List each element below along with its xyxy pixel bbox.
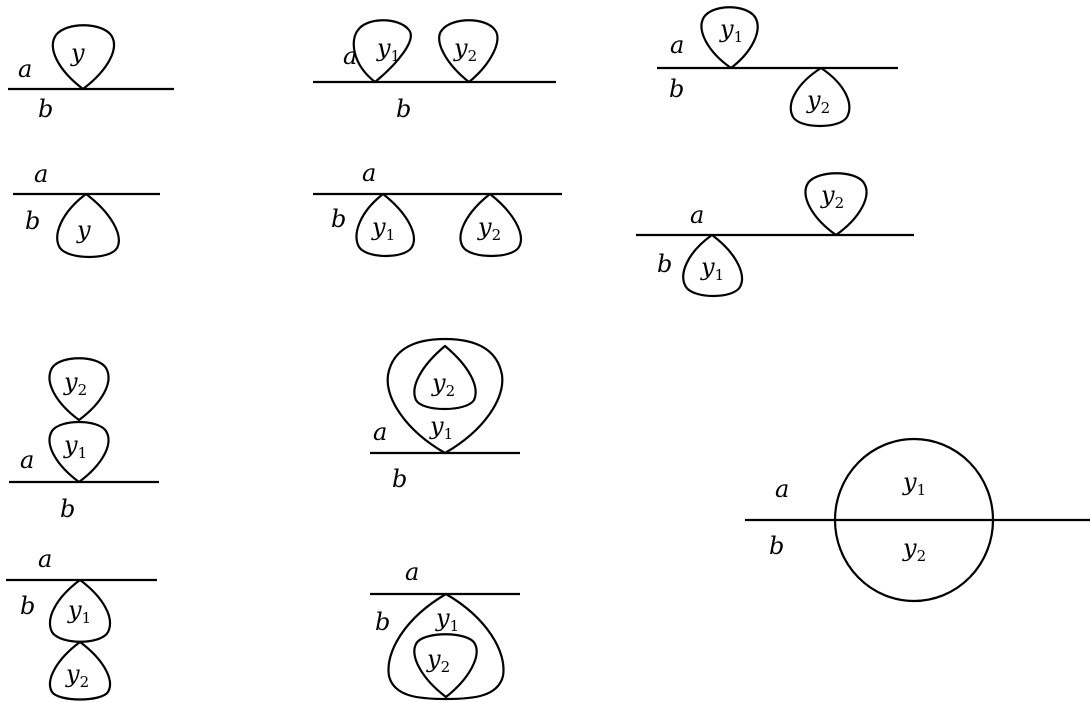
loop-y2-inner (413, 633, 478, 699)
loop-y1-outer (387, 592, 505, 701)
label-y: y (76, 216, 91, 244)
label-y2: y2 (65, 660, 89, 691)
label-b: b (392, 465, 407, 493)
panel-two-loops-above: a b y1 y2 (313, 19, 556, 123)
label-b: b (669, 75, 684, 103)
loop-y2 (48, 640, 112, 701)
panel-single-loop-below: a b y (13, 160, 160, 258)
label-a: a (34, 160, 48, 188)
label-a: a (373, 418, 387, 446)
panel-loop-below-and-above: a b y2 y1 (636, 172, 914, 297)
loop-y2 (789, 66, 851, 127)
circle-loop (833, 437, 995, 603)
panel-two-loops-below: a b y1 y2 (313, 159, 562, 257)
label-b: b (331, 205, 346, 233)
panel-nested-loops-above: a b y1 y2 (370, 337, 520, 493)
label-a: a (20, 446, 34, 474)
loop (56, 192, 120, 258)
label-y1: y1 (435, 604, 459, 635)
label-y2: y2 (477, 213, 501, 244)
loop-y1 (355, 192, 415, 257)
label-b: b (769, 532, 784, 560)
loop-y1 (682, 233, 744, 297)
label-y2: y2 (806, 86, 830, 117)
label-a: a (690, 201, 704, 229)
label-y1: y1 (429, 412, 453, 443)
label-y: y (70, 39, 85, 67)
label-a: a (405, 558, 419, 586)
label-y2: y2 (453, 34, 477, 65)
label-b: b (657, 250, 672, 278)
panel-loop-above-and-below: a b y1 y2 (657, 6, 898, 127)
label-a: a (670, 31, 684, 59)
label-y1: y1 (371, 213, 395, 244)
loop-y1-outer (386, 337, 504, 455)
label-b: b (396, 95, 411, 123)
loop-y2 (438, 19, 499, 84)
label-a: a (775, 475, 789, 503)
loop-y1 (700, 6, 759, 70)
label-y2: y2 (820, 181, 844, 212)
panel-single-loop-above: a b y (8, 24, 174, 123)
label-a: a (38, 545, 52, 573)
loop-y2 (48, 357, 110, 422)
panel-nested-loops-below: a b y1 y2 (370, 558, 520, 701)
label-y2: y2 (63, 368, 87, 399)
panel-stacked-loops-below: a b y1 y2 (6, 545, 157, 701)
label-y1: y1 (719, 15, 743, 46)
loop (51, 24, 116, 91)
loop-y1 (352, 19, 412, 84)
label-b: b (38, 95, 53, 123)
label-y2: y2 (431, 369, 455, 400)
label-b: b (20, 592, 35, 620)
label-y1: y1 (63, 431, 87, 462)
panel-stacked-loops-above: a b y1 y2 (9, 357, 159, 523)
label-b: b (25, 207, 40, 235)
label-b: b (375, 608, 390, 636)
loop-y1 (48, 421, 110, 484)
label-a: a (343, 42, 357, 70)
label-a: a (18, 55, 32, 83)
label-a: a (362, 159, 376, 187)
label-b: b (60, 495, 75, 523)
label-y1: y1 (700, 253, 724, 284)
loop-y2 (459, 192, 522, 257)
label-y1: y1 (376, 34, 400, 65)
label-y1: y1 (902, 468, 926, 499)
loop-y2 (804, 172, 868, 237)
label-y2: y2 (426, 645, 450, 676)
loop-y2-inner (413, 344, 477, 410)
label-y1: y1 (67, 596, 91, 627)
label-y2: y2 (902, 534, 926, 565)
panel-sunset: a b y1 y2 (745, 437, 1090, 603)
